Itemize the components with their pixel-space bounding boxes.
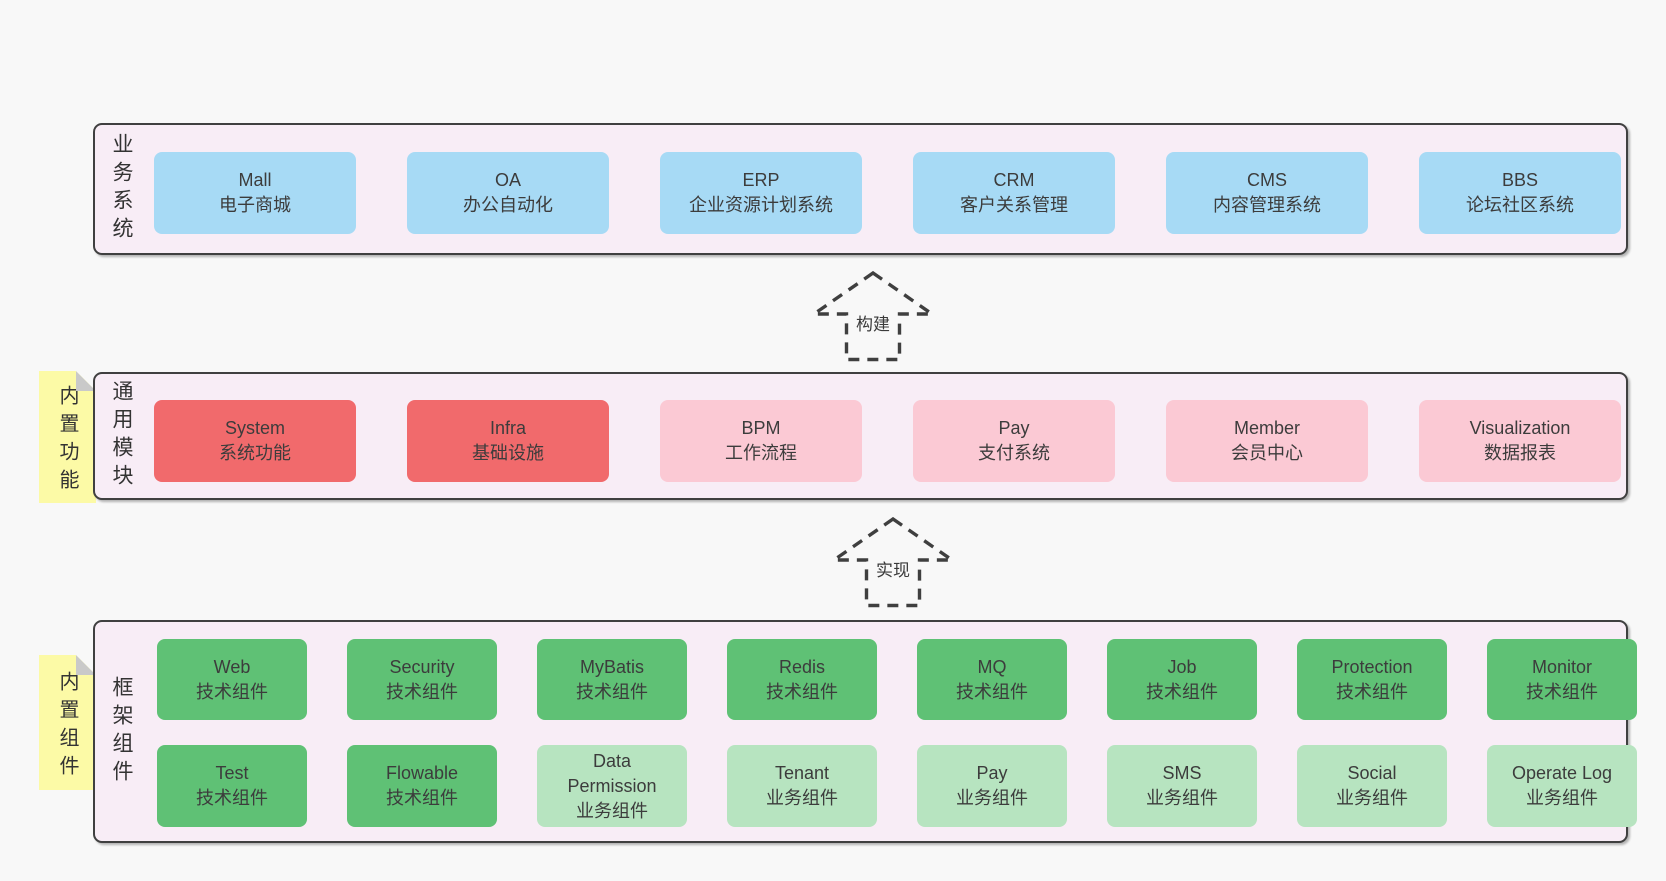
build-arrow-icon: 构建 bbox=[812, 271, 934, 362]
modules-box-row: System 系统功能 Infra 基础设施 BPM 工作流程 Pay 支付系统… bbox=[154, 400, 1621, 482]
box-sms: SMS 业务组件 bbox=[1107, 745, 1257, 827]
box-bbs: BBS 论坛社区系统 bbox=[1419, 152, 1621, 234]
box-mybatis: MyBatis 技术组件 bbox=[537, 639, 687, 720]
box-security: Security 技术组件 bbox=[347, 639, 497, 720]
box-erp: ERP 企业资源计划系统 bbox=[660, 152, 862, 234]
box-job: Job 技术组件 bbox=[1107, 639, 1257, 720]
sticky-note-label: 内置组件 bbox=[56, 670, 78, 783]
build-arrow-label: 构建 bbox=[852, 309, 894, 336]
box-redis: Redis 技术组件 bbox=[727, 639, 877, 720]
box-infra: Infra 基础设施 bbox=[407, 400, 609, 482]
box-crm: CRM 客户关系管理 bbox=[913, 152, 1115, 234]
layer-title-modules: 通用模块 bbox=[110, 380, 133, 492]
sticky-note-label: 内置功能 bbox=[56, 384, 78, 497]
box-member: Member 会员中心 bbox=[1166, 400, 1368, 482]
box-bpm: BPM 工作流程 bbox=[660, 400, 862, 482]
box-test: Test 技术组件 bbox=[157, 745, 307, 827]
framework-components-layer: 框架组件 Web 技术组件 Security 技术组件 MyBatis 技术组件… bbox=[93, 620, 1637, 843]
box-operate-log: Operate Log 业务组件 bbox=[1487, 745, 1637, 827]
up-arrow-icon bbox=[812, 271, 934, 362]
box-flowable: Flowable 技术组件 bbox=[347, 745, 497, 827]
components-box-row-1: Web 技术组件 Security 技术组件 MyBatis 技术组件 Redi… bbox=[157, 639, 1637, 720]
box-protection: Protection 技术组件 bbox=[1297, 639, 1447, 720]
business-box-row: Mall 电子商城 OA 办公自动化 ERP 企业资源计划系统 CRM 客户关系… bbox=[154, 152, 1621, 234]
box-mall: Mall 电子商城 bbox=[154, 152, 356, 234]
implement-arrow-icon: 实现 bbox=[832, 517, 954, 608]
box-pay-module: Pay 支付系统 bbox=[913, 400, 1115, 482]
box-data-permission: Data Permission 业务组件 bbox=[537, 745, 687, 827]
box-system: System 系统功能 bbox=[154, 400, 356, 482]
layer-title-business: 业务系统 bbox=[110, 133, 133, 245]
box-monitor: Monitor 技术组件 bbox=[1487, 639, 1637, 720]
box-oa: OA 办公自动化 bbox=[407, 152, 609, 234]
layer-title-components: 框架组件 bbox=[110, 675, 133, 788]
up-arrow-icon bbox=[832, 517, 954, 608]
box-visualization: Visualization 数据报表 bbox=[1419, 400, 1621, 482]
box-cms: CMS 内容管理系统 bbox=[1166, 152, 1368, 234]
box-web: Web 技术组件 bbox=[157, 639, 307, 720]
box-mq: MQ 技术组件 bbox=[917, 639, 1067, 720]
business-systems-layer: 业务系统 Mall 电子商城 OA 办公自动化 ERP 企业资源计划系统 CRM… bbox=[93, 123, 1628, 255]
box-pay-component: Pay 业务组件 bbox=[917, 745, 1067, 827]
sticky-note-builtin-features: 内置功能 bbox=[39, 371, 96, 503]
components-box-row-2: Test 技术组件 Flowable 技术组件 Data Permission … bbox=[157, 745, 1637, 827]
common-modules-layer: 通用模块 System 系统功能 Infra 基础设施 BPM 工作流程 Pay… bbox=[93, 372, 1628, 500]
box-social: Social 业务组件 bbox=[1297, 745, 1447, 827]
box-tenant: Tenant 业务组件 bbox=[727, 745, 877, 827]
sticky-note-builtin-components: 内置组件 bbox=[39, 655, 96, 790]
implement-arrow-label: 实现 bbox=[872, 555, 914, 582]
